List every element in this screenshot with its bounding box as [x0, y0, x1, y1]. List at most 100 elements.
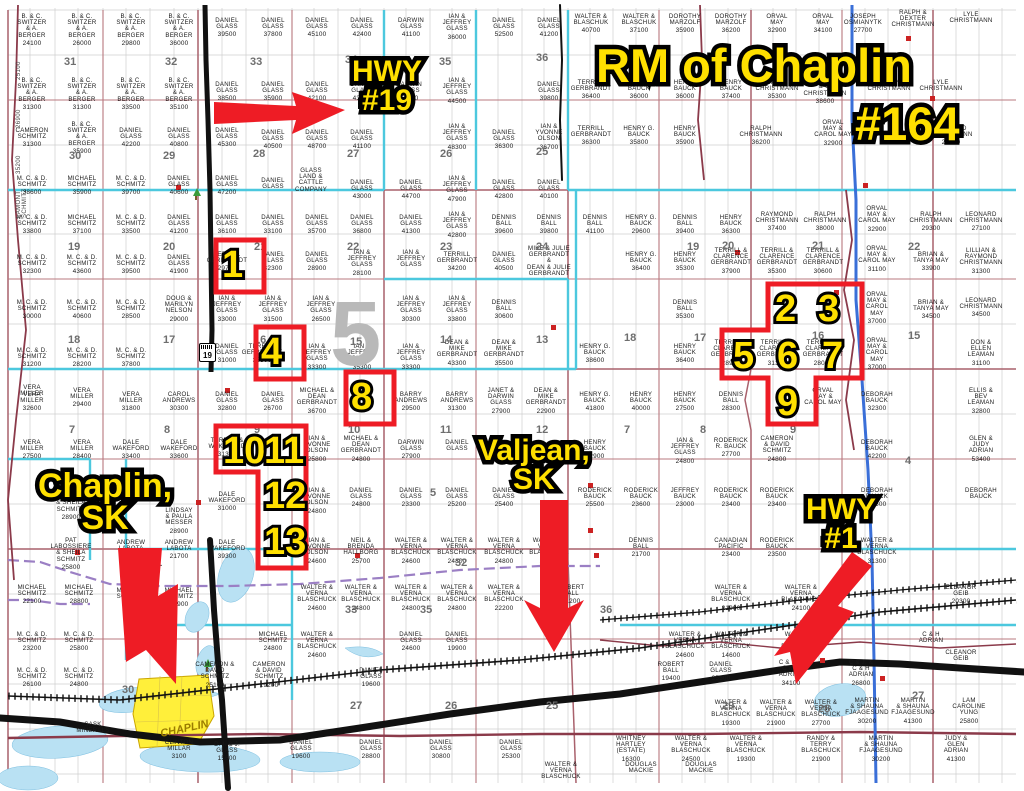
parcel-assessed-value: 36200: [721, 27, 741, 35]
parcel-owner-name: BRIAN & TANYA MAY: [913, 299, 949, 313]
parcel-owner-name: CAMERON SCHMITZ: [15, 127, 49, 141]
parcel-owner-name: HENRY BAUCK: [719, 79, 743, 93]
section-number: 27: [912, 690, 925, 702]
parcel-assessed-value: 40600: [169, 189, 189, 197]
badge-outline: 3: [815, 287, 842, 331]
parcel-owner-name: IAN & JEFFREY GLASS: [347, 343, 377, 363]
parcel-owner-name: M. C. & D. SCHMITZ: [16, 299, 48, 313]
badge-number: 12: [264, 475, 307, 517]
parcel-assessed-value: 29000: [169, 315, 189, 323]
parcel-owner-name: DENNIS BALL: [491, 214, 517, 228]
parcel-owner-name: ORVAL MAY & CAROL MAY: [858, 205, 896, 225]
parcel-assessed-value: 31300: [867, 557, 887, 565]
parcel-owner-name: WALTER & BLASCHUK: [573, 13, 609, 27]
parcel-owner-name: IAN & JEFFREY GLASS: [302, 343, 332, 363]
section-number: 26: [445, 700, 458, 712]
parcel-label: SASK MINERALS: [70, 721, 116, 734]
parcel-owner-name: HENRY G. BAUCK: [623, 125, 655, 139]
parcel-assessed-value: 27700: [941, 139, 961, 147]
highway-1-line: [0, 4, 1024, 791]
parcel-owner-name: DOROTHY MARZOLF: [668, 13, 702, 27]
badge-outline: 2: [772, 287, 799, 331]
callout-line: RM of Chaplin: [592, 38, 917, 94]
parcel-assessed-value: 41200: [169, 228, 189, 236]
parcel-assessed-value: 47900: [447, 195, 467, 203]
parcel-assessed-value: 41900: [169, 268, 189, 276]
parcel-assessed-value: 31100: [867, 265, 887, 273]
parcel-label: WALTER & VERNA BLASCHUCK: [538, 761, 584, 781]
parcel-owner-name: MICHAEL & DEAN GERBRANDT: [340, 435, 382, 455]
parcel-owner-name: DARWIN GLASS: [397, 439, 425, 453]
badge-number: 9: [777, 382, 799, 424]
parcel-owner-name: B. & C. SWITZER & A. BERGER: [67, 13, 97, 39]
parcel-owner-name: TERRILL & WAKEFORD: [208, 437, 246, 451]
section-number: 26: [440, 148, 453, 160]
parcel-owner-name: DENNIS BALL: [536, 214, 562, 228]
parcel-owner-name: GLEN & JUDY ADRIAN: [968, 435, 994, 455]
parcel-assessed-value: 16300: [621, 755, 641, 763]
parcel-owner-name: VERA MILLER: [70, 439, 94, 453]
parcel-owner-name: C & H ADRIAN: [918, 631, 944, 645]
parcel-assessed-value: 26100: [22, 681, 42, 689]
parcel-assessed-value: 19600: [361, 681, 381, 689]
parcel-assessed-value: 32900: [585, 453, 605, 461]
parcel-assessed-value: 35800: [629, 139, 649, 147]
parcel-assessed-value: 26700: [263, 405, 283, 413]
parcel-owner-name: IAN & JEFFREY GLASS: [396, 343, 426, 363]
parcel-label: LYLE CHRISTMANN: [918, 79, 964, 92]
parcel-assessed-value: 29300: [921, 225, 941, 233]
section-number: 29: [163, 150, 176, 162]
parcel-assessed-value: 40500: [494, 265, 514, 273]
parcel-assessed-value: 36700: [307, 407, 327, 415]
parcel-owner-name: DANIEL GLASS: [215, 81, 239, 95]
parcel-owner-name: WHITNEY HARTLEY (ESTATE): [616, 735, 646, 755]
parcel-owner-name: MICHAEL SCHMITZ: [17, 584, 47, 598]
parcel-owner-name: DANIEL GLASS: [305, 17, 329, 31]
parcel-assessed-value: 33400: [121, 453, 141, 461]
section-number: 27: [350, 700, 363, 712]
section-number: 29: [722, 700, 735, 712]
parcel-owner-name: IAN & JEFFREY GLASS: [442, 13, 472, 33]
parcel-assessed-value: 37800: [121, 361, 141, 369]
parcel-owner-name: DANIEL GLASS: [350, 179, 374, 193]
parcel-assessed-value: 24600: [401, 645, 421, 653]
parcel-assessed-value: 32300: [263, 265, 283, 273]
parcel-owner-name: HENRY G. BAUCK: [579, 391, 611, 405]
parcel-assessed-value: 38600: [585, 357, 605, 365]
parcel-assessed-value: 23400: [721, 501, 741, 509]
parcel-owner-name: BARRY ANDREWS: [394, 391, 428, 405]
parcel-assessed-value: 31100: [971, 359, 991, 367]
parcel-owner-name: WALTER & VERNA BLASCHUCK: [297, 584, 337, 604]
parcel-assessed-value: 24800: [307, 507, 327, 515]
parcel-owner-name: IAN & JEFFREY GLASS: [442, 77, 472, 97]
